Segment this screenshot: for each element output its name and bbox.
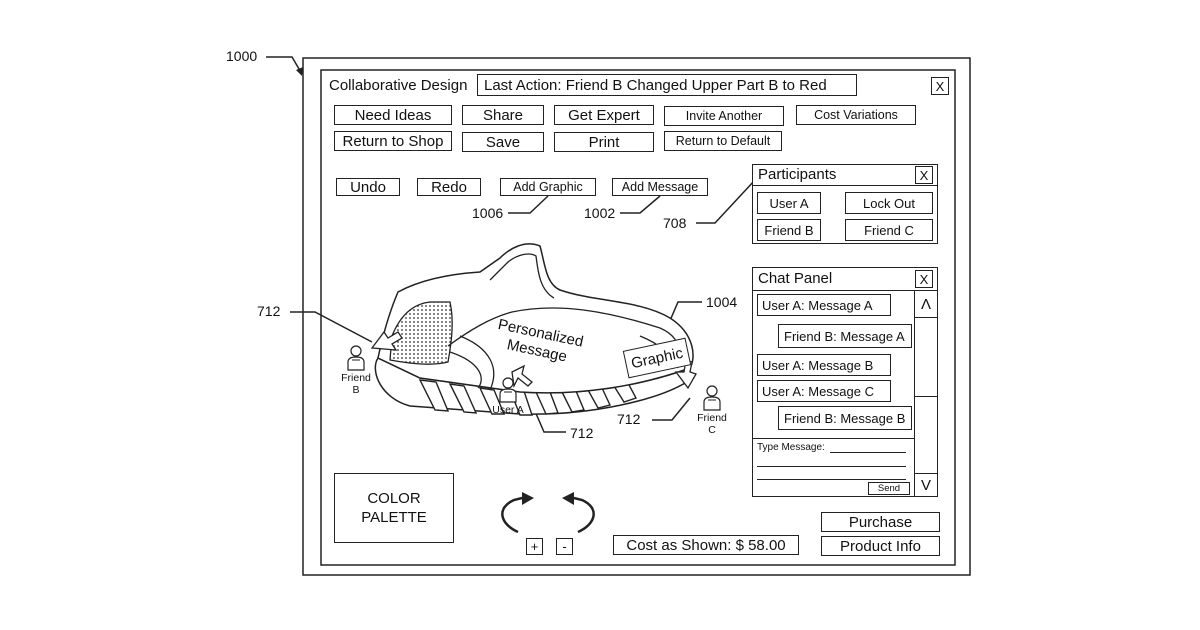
friend-b-label: FriendB xyxy=(336,372,376,396)
return-to-shop-button[interactable]: Return to Shop xyxy=(334,131,452,151)
chat-title: Chat Panel xyxy=(758,270,832,287)
purchase-button[interactable]: Purchase xyxy=(821,512,940,532)
zoom-in-button[interactable]: + xyxy=(526,538,543,555)
ref-712-bottom: 712 xyxy=(570,425,593,441)
last-action-field: Last Action: Friend B Changed Upper Part… xyxy=(477,74,857,96)
type-message-input[interactable] xyxy=(830,452,906,453)
add-message-button[interactable]: Add Message xyxy=(612,178,708,196)
send-button[interactable]: Send xyxy=(868,482,910,495)
participant-friend-b-button[interactable]: Friend B xyxy=(757,219,821,241)
ref-1006: 1006 xyxy=(472,205,503,221)
chat-message: User A: Message B xyxy=(757,354,891,376)
chat-close-button[interactable]: X xyxy=(915,270,933,288)
ref-708: 708 xyxy=(663,215,686,231)
ref-1002: 1002 xyxy=(584,205,615,221)
friend-c-label: FriendC xyxy=(692,412,732,436)
share-button[interactable]: Share xyxy=(462,105,544,125)
type-message-label: Type Message: xyxy=(757,442,825,453)
save-button[interactable]: Save xyxy=(462,132,544,152)
window-title: Collaborative Design xyxy=(329,77,467,94)
rotate-right-icon[interactable] xyxy=(574,498,594,532)
participants-close-button[interactable]: X xyxy=(915,166,933,184)
palette-line-2: PALETTE xyxy=(361,508,427,527)
redo-button[interactable]: Redo xyxy=(417,178,481,196)
chat-message: Friend B: Message B xyxy=(778,406,912,430)
undo-button[interactable]: Undo xyxy=(336,178,400,196)
friend-c-person-icon xyxy=(700,384,724,412)
return-to-default-button[interactable]: Return to Default xyxy=(664,131,782,151)
chat-scrollbar[interactable] xyxy=(914,290,938,497)
user-a-label: User A xyxy=(484,404,532,416)
participants-title: Participants xyxy=(758,166,836,183)
chat-message: User A: Message C xyxy=(757,380,891,402)
participant-friend-c-button[interactable]: Friend C xyxy=(845,219,933,241)
palette-line-1: COLOR xyxy=(367,489,420,508)
participant-user-a-button[interactable]: User A xyxy=(757,192,821,214)
color-palette[interactable]: COLOR PALETTE xyxy=(334,473,454,543)
ref-1004: 1004 xyxy=(706,294,737,310)
zoom-out-button[interactable]: - xyxy=(556,538,573,555)
window-close-button[interactable]: X xyxy=(931,77,949,95)
invite-another-button[interactable]: Invite Another xyxy=(664,106,784,126)
rotate-left-icon[interactable] xyxy=(502,498,522,532)
cost-display: Cost as Shown: $ 58.00 xyxy=(613,535,799,555)
cost-variations-button[interactable]: Cost Variations xyxy=(796,105,916,125)
need-ideas-button[interactable]: Need Ideas xyxy=(334,105,452,125)
chat-scroll-up-button[interactable]: Λ xyxy=(914,290,938,318)
user-a-person-icon xyxy=(496,376,520,404)
chat-message: User A: Message A xyxy=(757,294,891,316)
add-graphic-button[interactable]: Add Graphic xyxy=(500,178,596,196)
lock-out-button[interactable]: Lock Out xyxy=(845,192,933,214)
get-expert-button[interactable]: Get Expert xyxy=(554,105,654,125)
ref-1000: 1000 xyxy=(226,48,257,64)
print-button[interactable]: Print xyxy=(554,132,654,152)
ref-712-left: 712 xyxy=(257,303,280,319)
product-info-button[interactable]: Product Info xyxy=(821,536,940,556)
chat-message: Friend B: Message A xyxy=(778,324,912,348)
rotate-controls xyxy=(492,488,604,540)
friend-b-person-icon xyxy=(344,344,368,372)
chat-scroll-down-button[interactable]: V xyxy=(914,473,938,497)
ref-712-right: 712 xyxy=(617,411,640,427)
